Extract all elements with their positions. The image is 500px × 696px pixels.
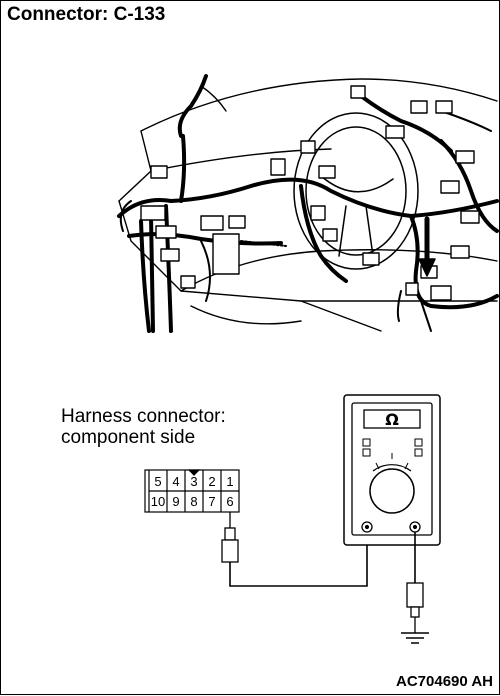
pin-label: 10 [151, 494, 165, 509]
multimeter [343, 394, 441, 546]
figure-id: AC704690 AH [396, 673, 493, 690]
caption-line-1: Harness connector: [61, 406, 226, 427]
pin-label: 2 [208, 474, 215, 489]
caption-line-2: component side [61, 427, 196, 448]
diagram-title: Connector: C-133 [7, 4, 166, 25]
connector-caption: Harness connector: component side [61, 406, 226, 448]
connector-blocks [140, 85, 480, 301]
test-lead-wire [229, 536, 368, 587]
test-probe-pin6 [221, 512, 239, 584]
ground-probe [406, 532, 424, 633]
pin-label: 1 [226, 474, 233, 489]
pin-label: 8 [190, 494, 197, 509]
pin-label: 5 [154, 474, 161, 489]
ground-symbol-icon [401, 632, 429, 644]
pin-label: 4 [172, 474, 179, 489]
meter-display [363, 409, 421, 429]
meter-dial [369, 468, 415, 514]
pointer-arrow [418, 216, 436, 277]
connector-pins: 5 4 3 2 1 10 9 8 7 6 [151, 474, 234, 509]
steering-wheel [293, 112, 419, 270]
pin-label: 7 [208, 494, 215, 509]
harness-connector [144, 469, 240, 513]
pin-label: 3 [190, 474, 197, 489]
pin-label: 9 [172, 494, 179, 509]
wire-harness [117, 74, 499, 333]
connector-lock-tab [187, 469, 201, 476]
meter-unit-symbol: Ω [385, 410, 399, 429]
pin-label: 6 [226, 494, 233, 509]
